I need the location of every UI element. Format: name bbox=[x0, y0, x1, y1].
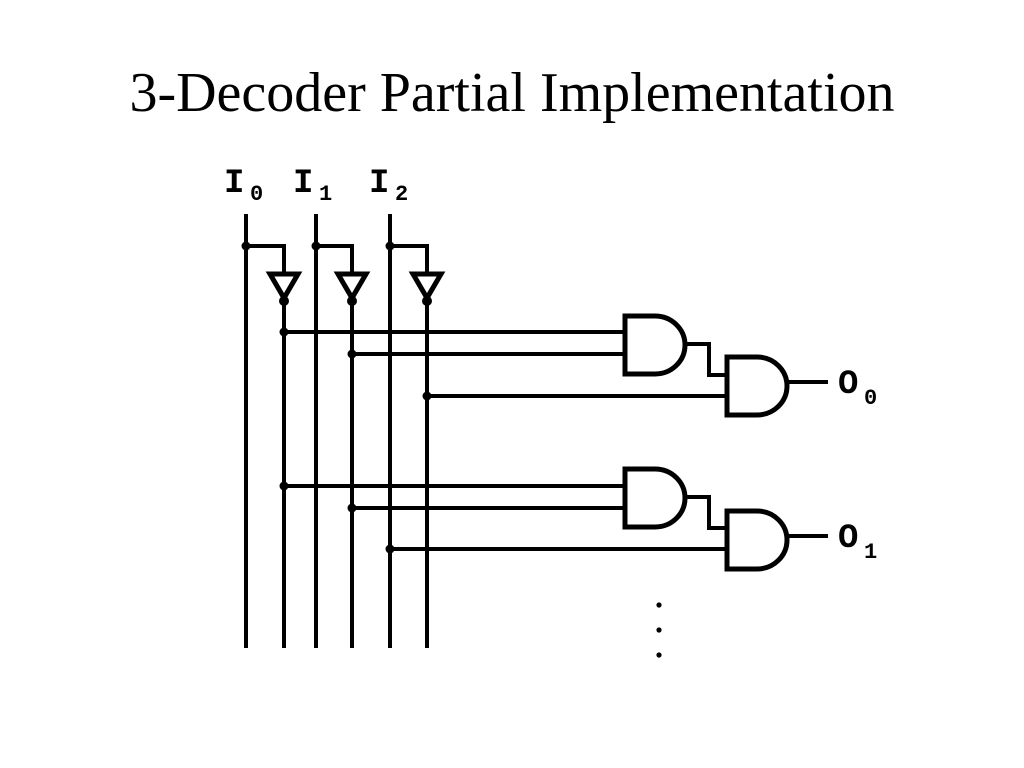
junction-dot-o1-a bbox=[279, 481, 289, 491]
inverter-i1-triangle bbox=[333, 271, 371, 303]
junction-dot-i1-tap bbox=[311, 241, 321, 251]
wire-o0-and-chain bbox=[685, 342, 727, 377]
inverter-i1 bbox=[333, 271, 371, 306]
and-gate-o1-second bbox=[724, 508, 790, 572]
and-gate-o0-second bbox=[724, 354, 790, 418]
input-label-i0: I 0 bbox=[224, 165, 263, 207]
input-label-i2-sub: 2 bbox=[395, 182, 408, 207]
tap-wire-i1 bbox=[316, 244, 354, 274]
tap-wire-i0 bbox=[246, 244, 286, 274]
ellipsis-dot bbox=[656, 602, 662, 608]
input-label-i2: I 2 bbox=[369, 165, 408, 207]
input-label-i2-name: I bbox=[369, 165, 389, 203]
ellipsis-dot bbox=[656, 652, 662, 658]
output-label-o0: O 0 bbox=[838, 366, 877, 411]
output-label-o0-name: O bbox=[838, 366, 858, 404]
junction-dot-i0-tap bbox=[241, 241, 251, 251]
junction-dot-o1-c bbox=[385, 544, 395, 554]
input-label-i1: I 1 bbox=[293, 165, 332, 207]
input-label-i1-sub: 1 bbox=[319, 182, 332, 207]
inverter-i0 bbox=[265, 271, 303, 306]
junction-dot-i2-tap bbox=[385, 241, 395, 251]
junction-dot-o0-b bbox=[347, 349, 357, 359]
slide-title: 3-Decoder Partial Implementation bbox=[129, 62, 895, 124]
inverter-i0-triangle bbox=[265, 271, 303, 303]
and-gate-o0-first bbox=[622, 313, 688, 377]
output-label-o1-name: O bbox=[838, 520, 858, 558]
junction-dot-o0-a bbox=[279, 327, 289, 337]
ellipsis-dot bbox=[656, 627, 662, 633]
inverter-i2-triangle bbox=[408, 271, 446, 303]
input-label-i1-name: I bbox=[293, 165, 313, 203]
input-label-i0-sub: 0 bbox=[250, 182, 263, 207]
tap-wire-i2 bbox=[390, 244, 429, 274]
output-label-o0-sub: 0 bbox=[864, 386, 877, 411]
vertical-ellipsis bbox=[656, 602, 662, 658]
wire-o1-and-chain bbox=[685, 495, 727, 530]
junction-dot-o0-c bbox=[422, 391, 432, 401]
output-label-o1-sub: 1 bbox=[864, 540, 877, 565]
junction-dot-o1-b bbox=[347, 503, 357, 513]
and-gate-o1-first bbox=[622, 466, 688, 530]
output-label-o1: O 1 bbox=[838, 520, 877, 565]
input-label-i0-name: I bbox=[224, 165, 244, 203]
